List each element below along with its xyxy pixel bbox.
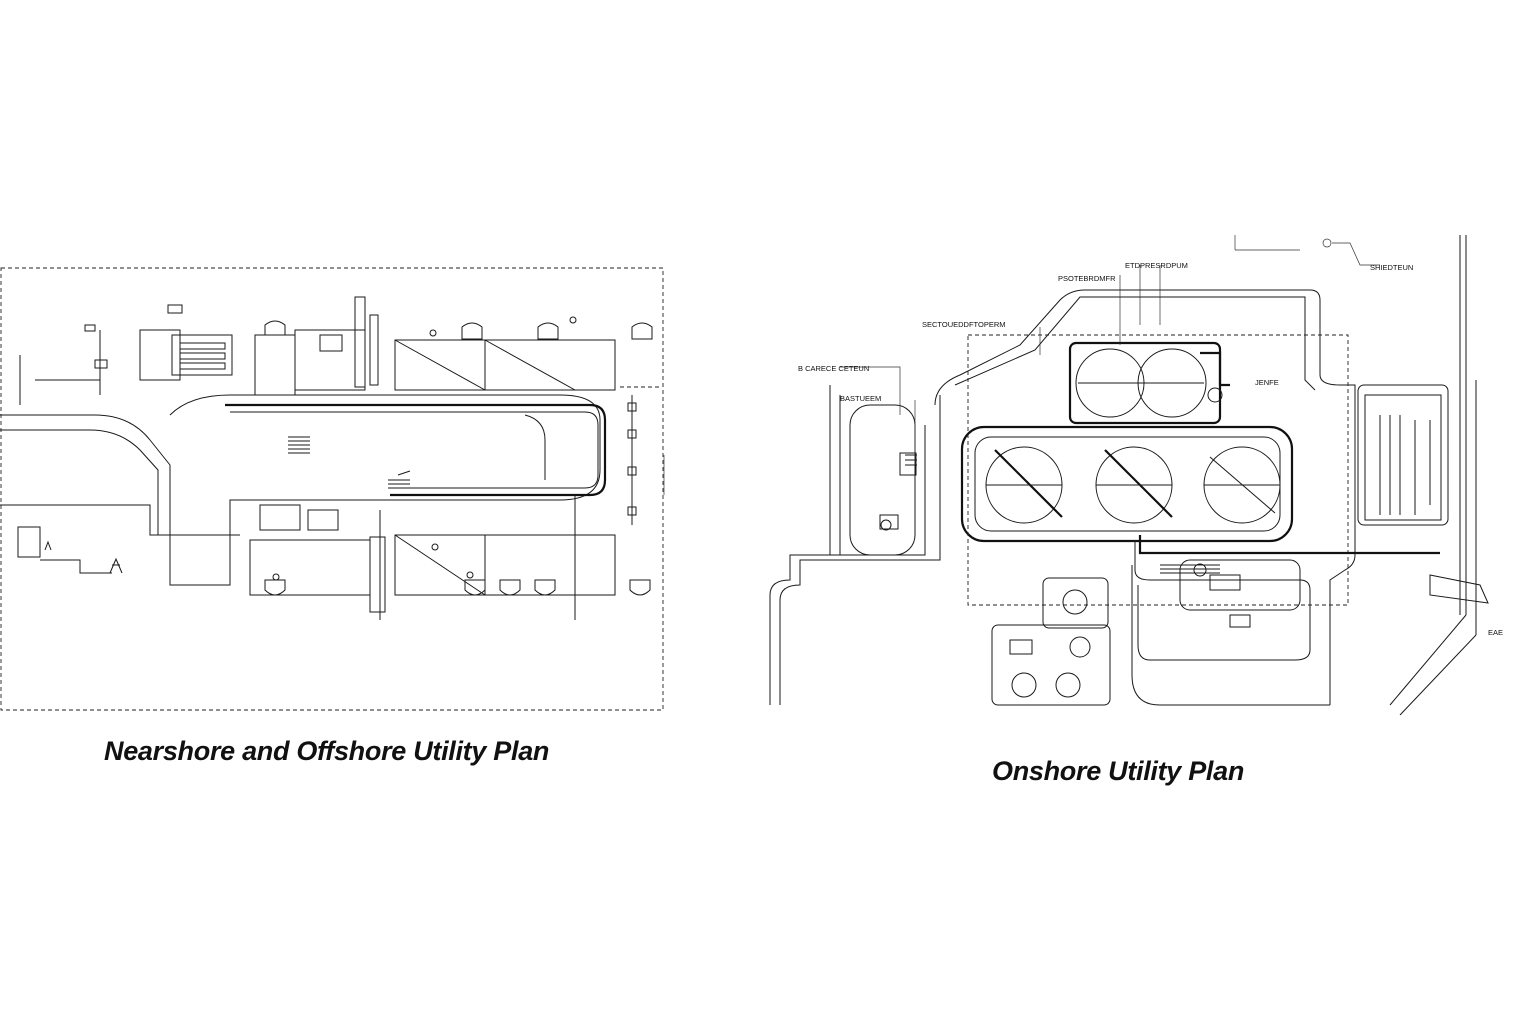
svg-text:B CARECE CETEUN: B CARECE CETEUN bbox=[798, 364, 869, 373]
right-valve-markers bbox=[627, 395, 665, 525]
utility-blocks bbox=[991, 565, 1330, 706]
nearshore-offshore-plan-drawing bbox=[0, 267, 665, 711]
coil-symbol bbox=[288, 436, 411, 489]
svg-text:BASTUEEM: BASTUEEM bbox=[840, 394, 881, 403]
main-tank-enclosure bbox=[960, 425, 1294, 543]
left-small-structures bbox=[17, 526, 123, 574]
svg-text:ETDPRESRDPUM: ETDPRESRDPUM bbox=[1125, 261, 1188, 270]
lower-pipe-rack bbox=[1134, 535, 1440, 661]
storage-tanks bbox=[985, 348, 1281, 524]
left-annex bbox=[829, 385, 917, 556]
svg-text:JENFE: JENFE bbox=[1255, 378, 1279, 387]
plan-border bbox=[0, 267, 664, 711]
right-annex bbox=[1357, 235, 1489, 716]
svg-text:SHIEDTEUN: SHIEDTEUN bbox=[1370, 263, 1413, 272]
upper-equipment-row bbox=[19, 296, 653, 405]
svg-text:PSOTEBRDMFR: PSOTEBRDMFR bbox=[1058, 274, 1116, 283]
main-corridor bbox=[0, 394, 601, 586]
svg-text:EAE: EAE bbox=[1488, 628, 1503, 637]
inner-pipe-loop bbox=[225, 403, 607, 497]
right-plan-caption: Onshore Utility Plan bbox=[992, 756, 1245, 786]
lower-equipment-row bbox=[249, 495, 651, 620]
svg-text:SECTOUEDDFTOPERM: SECTOUEDDFTOPERM bbox=[922, 320, 1005, 329]
annotation-leaders: ETDPRESRDPUM PSOTEBRDMFR SECTOUEDDFTOPER… bbox=[798, 235, 1503, 637]
site-boundary bbox=[934, 289, 1356, 705]
left-plan-caption: Nearshore and Offshore Utility Plan bbox=[104, 736, 550, 766]
onshore-plan-drawing: ETDPRESRDPUM PSOTEBRDMFR SECTOUEDDFTOPER… bbox=[769, 235, 1503, 716]
